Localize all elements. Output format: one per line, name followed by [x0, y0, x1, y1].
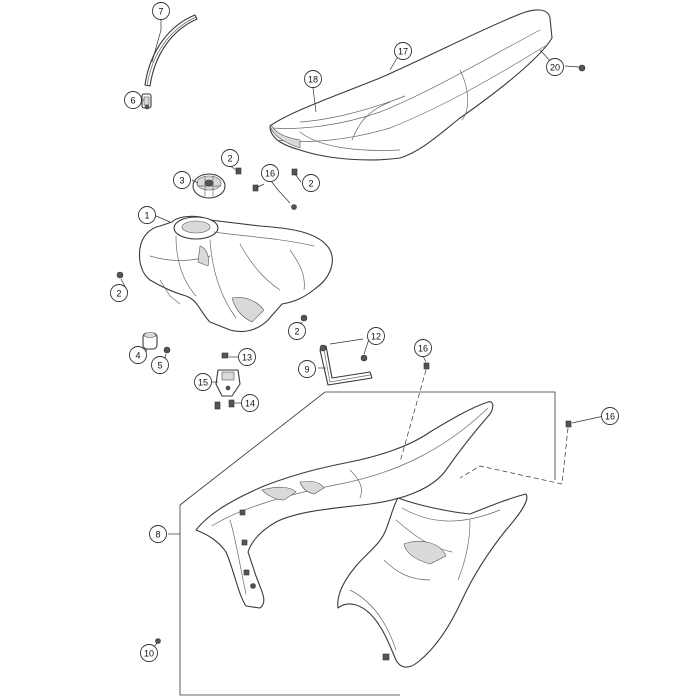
callout-number: 12	[371, 332, 381, 342]
callout-16: 16	[261, 164, 279, 182]
side-cover-frame	[179, 391, 556, 696]
callout-number: 15	[198, 378, 208, 388]
callout-circle	[241, 394, 259, 412]
callout-2: 2	[110, 284, 128, 302]
callout-2: 2	[221, 149, 239, 167]
callout-number: 8	[155, 530, 160, 540]
callout-circle	[394, 42, 412, 60]
callout-8: 8	[149, 525, 167, 543]
callout-number: 18	[308, 75, 318, 85]
callout-4: 4	[129, 346, 147, 364]
callout-number: 16	[418, 344, 428, 354]
callout-12: 12	[367, 327, 385, 345]
callout-circle	[414, 339, 432, 357]
callout-15: 15	[194, 373, 212, 391]
rubber-damper	[142, 332, 158, 350]
callout-number: 6	[130, 96, 135, 106]
hose-clamp	[141, 93, 152, 110]
callout-1: 1	[138, 206, 156, 224]
callout-circle	[302, 174, 320, 192]
spoiler-right	[337, 493, 528, 668]
callout-circle	[149, 525, 167, 543]
tank-mount-bolts	[116, 271, 308, 322]
fuel-tap	[214, 352, 241, 410]
callout-circle	[140, 644, 158, 662]
callout-16: 16	[601, 407, 619, 425]
callout-16: 16	[414, 339, 432, 357]
callout-circle	[367, 327, 385, 345]
callout-20: 20	[546, 58, 564, 76]
callout-number: 14	[245, 399, 255, 409]
callout-circle	[261, 164, 279, 182]
callout-5: 5	[151, 356, 169, 374]
callout-circle	[152, 2, 170, 20]
callout-number: 4	[135, 351, 140, 361]
fuel-line-clamp	[360, 354, 368, 362]
callout-circle	[288, 322, 306, 340]
callout-number: 10	[144, 649, 154, 659]
callout-9: 9	[298, 360, 316, 378]
callout-3: 3	[173, 171, 191, 189]
callout-circle	[238, 348, 256, 366]
fuel-hose	[144, 14, 198, 87]
callout-number: 13	[242, 353, 252, 363]
callout-number: 2	[308, 179, 313, 189]
callout-2: 2	[288, 322, 306, 340]
spoiler-left	[195, 401, 494, 609]
callout-number: 7	[158, 7, 163, 17]
callout-circle	[110, 284, 128, 302]
callout-circle	[138, 206, 156, 224]
callout-number: 17	[398, 47, 408, 57]
callout-number: 5	[157, 361, 162, 371]
callout-circle	[194, 373, 212, 391]
callout-circle	[124, 91, 142, 109]
fuel-tank	[138, 215, 333, 333]
leader-lines	[120, 19, 605, 652]
callout-17: 17	[394, 42, 412, 60]
callout-circle	[173, 171, 191, 189]
callout-number: 2	[116, 289, 121, 299]
seat-screw	[578, 64, 586, 72]
callout-number: 1	[144, 211, 149, 221]
callout-2: 2	[302, 174, 320, 192]
callout-14: 14	[241, 394, 259, 412]
callout-circle	[546, 58, 564, 76]
callout-number: 3	[179, 176, 184, 186]
callout-circle	[601, 407, 619, 425]
callout-circle	[129, 346, 147, 364]
callout-13: 13	[238, 348, 256, 366]
callout-number: 9	[304, 365, 309, 375]
cover-screws	[155, 362, 572, 644]
callout-6: 6	[124, 91, 142, 109]
callout-circle	[298, 360, 316, 378]
callout-number: 2	[227, 154, 232, 164]
callout-number: 16	[605, 412, 615, 422]
callout-number: 20	[550, 63, 560, 73]
callout-10: 10	[140, 644, 158, 662]
fuel-line	[319, 344, 373, 386]
fuel-cap	[192, 173, 226, 199]
callout-18: 18	[304, 70, 322, 88]
callout-circle	[304, 70, 322, 88]
callout-number: 16	[265, 169, 275, 179]
callout-circle	[151, 356, 169, 374]
callout-7: 7	[152, 2, 170, 20]
seat	[269, 9, 553, 161]
callout-number: 2	[294, 327, 299, 337]
tank-screws	[235, 167, 298, 210]
callout-circle	[221, 149, 239, 167]
damper-nut	[163, 346, 171, 354]
